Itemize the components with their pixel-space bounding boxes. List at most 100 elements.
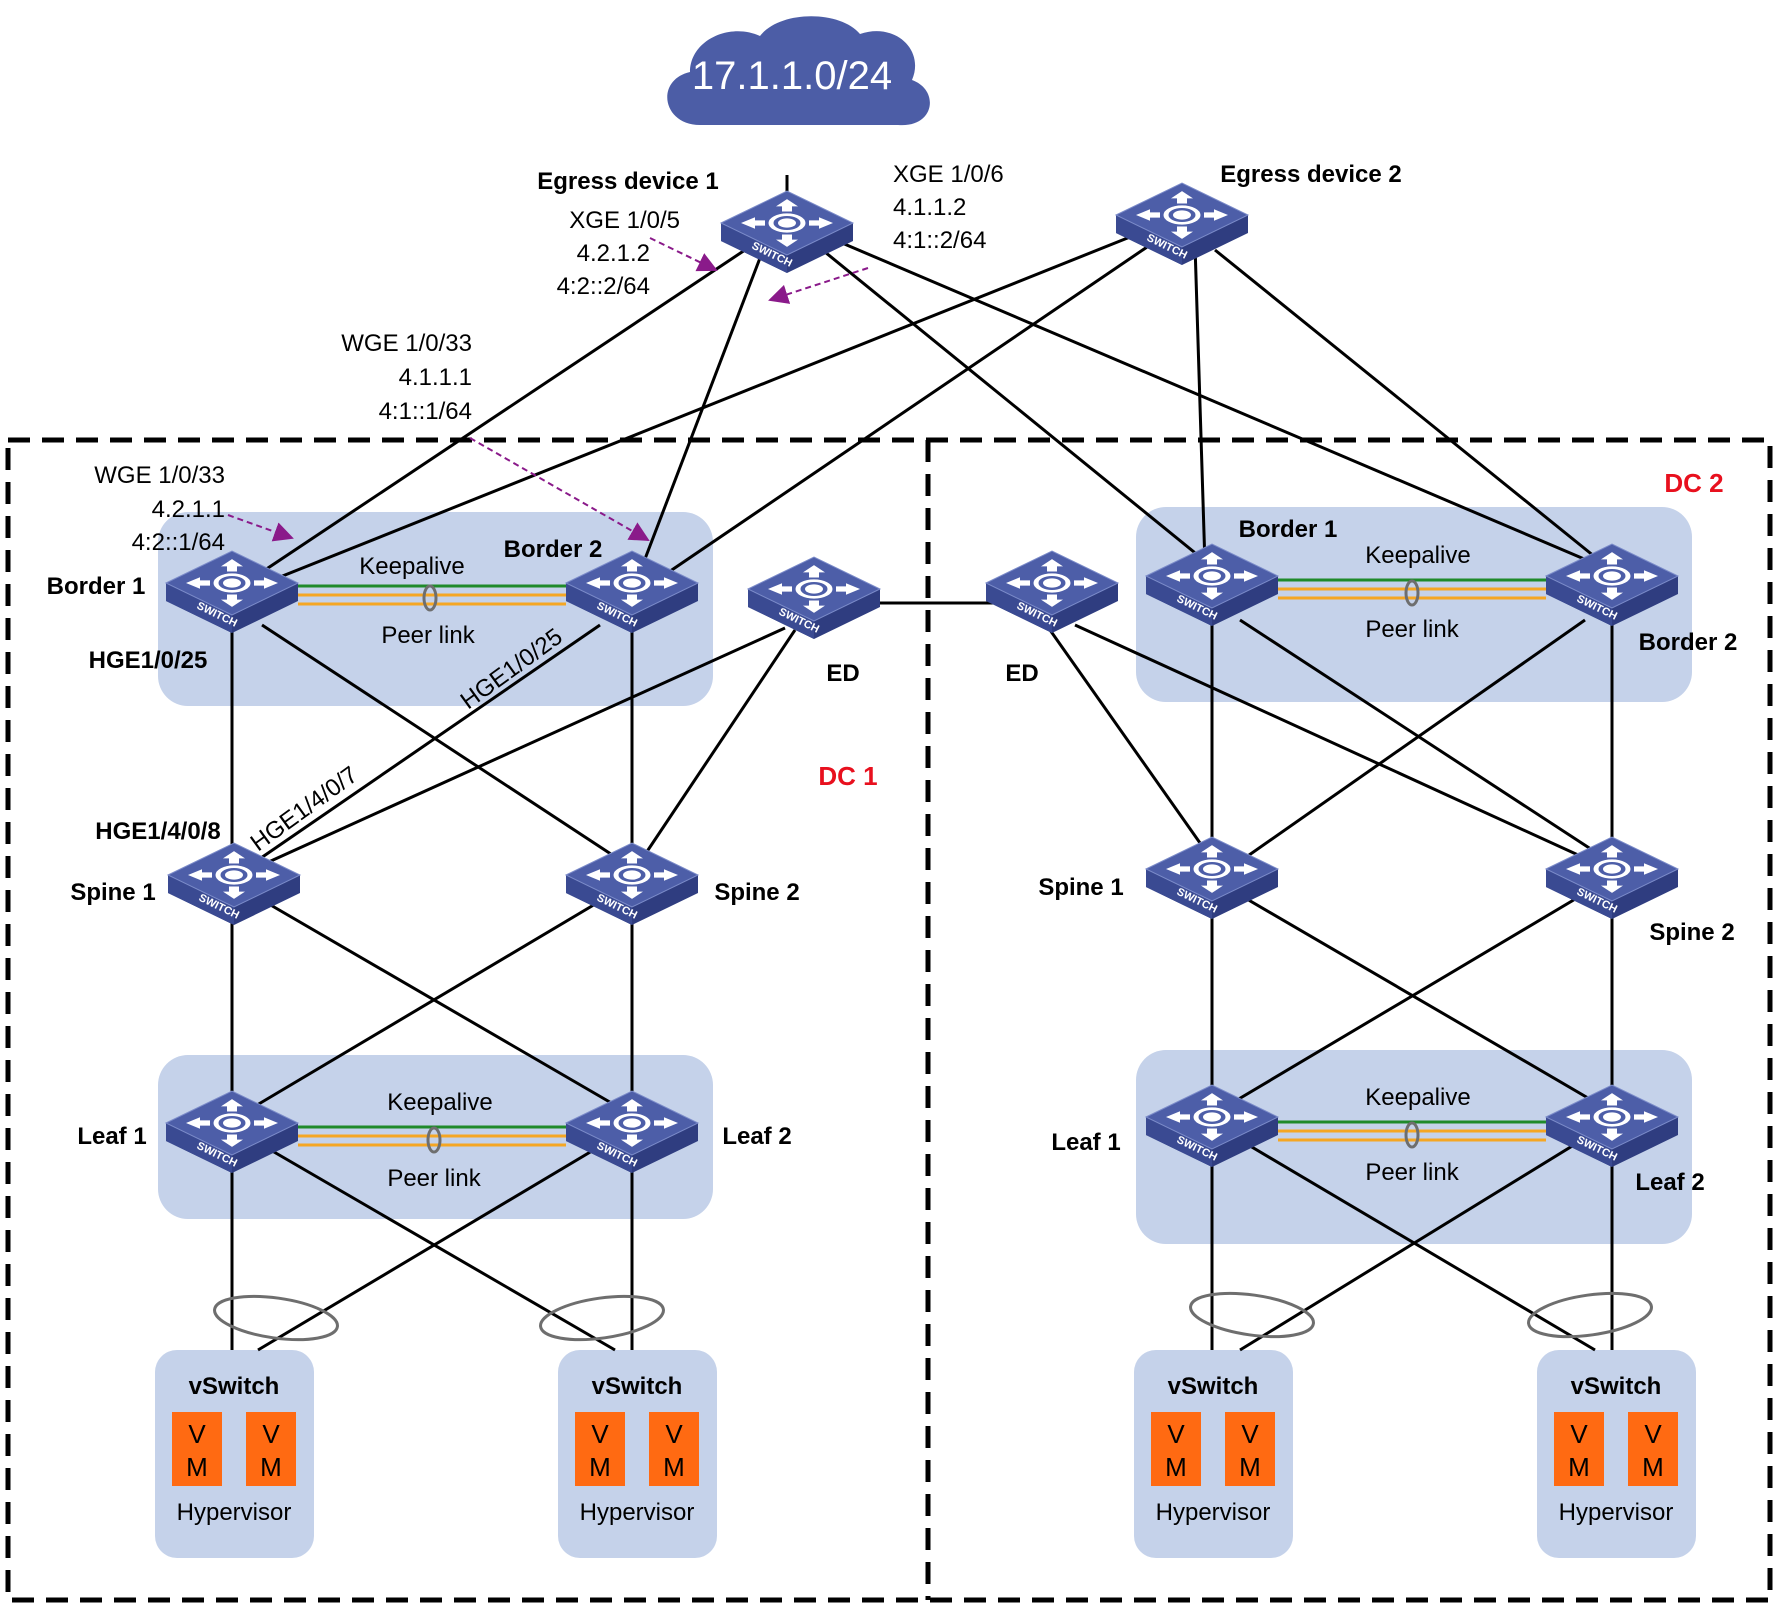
vswitch-label: vSwitch	[189, 1373, 280, 1400]
if-xge6-ipv4: 4.1.1.2	[893, 194, 966, 221]
vm-box	[1151, 1412, 1201, 1486]
if-xge5-ipv6: 4:2::2/64	[557, 273, 650, 300]
dc1-border2-label: Border 2	[504, 536, 603, 563]
if-xge6-ipv6: 4:1::2/64	[893, 227, 986, 254]
dc2-spine1-label: Spine 1	[1038, 874, 1123, 901]
if-xge6-name: XGE 1/0/6	[893, 161, 1004, 188]
dc1-keepalive-label: Keepalive	[359, 553, 464, 580]
vm-letter-m: M	[186, 1452, 208, 1482]
dc1-peerlink-label: Peer link	[381, 622, 475, 649]
dc2-leaf-keepalive-label: Keepalive	[1365, 1084, 1470, 1111]
if-wge-b2-annotation: WGE 1/0/33 4.1.1.1 4:1::1/64	[341, 330, 472, 425]
vm-letter-m: M	[1165, 1452, 1187, 1482]
vm-letter-v: V	[665, 1419, 683, 1449]
dc1-border-group	[158, 512, 713, 706]
dc1-host-1	[155, 1350, 314, 1558]
cloud-label: 17.1.1.0/24	[692, 54, 892, 98]
dc2-spine2-label: Spine 2	[1649, 919, 1734, 946]
hypervisor-label: Hypervisor	[1156, 1499, 1271, 1526]
vswitch-label: vSwitch	[1571, 1373, 1662, 1400]
dc2-border-peer-bundle	[1278, 578, 1546, 607]
dc2-ed[interactable]: SWITCH	[986, 551, 1118, 633]
egress-device-1[interactable]: SWITCH	[721, 191, 853, 273]
dc2-leaf-peerlink-label: Peer link	[1365, 1159, 1459, 1186]
dc1-spine-2[interactable]: SWITCH	[566, 843, 698, 925]
dc1-hge-s1b-label: HGE1/4/0/7	[246, 761, 363, 857]
dc1-name-label: DC 1	[818, 761, 877, 791]
dc2-keepalive-label: Keepalive	[1365, 542, 1470, 569]
dc2-border2-label: Border 2	[1639, 629, 1738, 656]
vm-letter-m: M	[589, 1452, 611, 1482]
dc1-border1-label: Border 1	[47, 573, 146, 600]
vm-letter-m: M	[1239, 1452, 1261, 1482]
aggregation-ellipses	[213, 1291, 1653, 1342]
dc1-hge-s1a-label: HGE1/4/0/8	[95, 818, 220, 845]
if-wge-b2-ipv6: 4:1::1/64	[379, 398, 472, 425]
dc1-leaf-peerlink-label: Peer link	[387, 1165, 481, 1192]
dc2-host-1-content: vSwitch V M V M Hypervisor	[1151, 1373, 1275, 1526]
dc1-ed-label: ED	[826, 660, 859, 687]
hypervisor-label: Hypervisor	[177, 1499, 292, 1526]
hypervisor-label: Hypervisor	[1559, 1499, 1674, 1526]
if-xge5-name: XGE 1/0/5	[569, 207, 680, 234]
if-wge-b2-ipv4: 4.1.1.1	[399, 364, 472, 391]
dc1-spine2-label: Spine 2	[714, 879, 799, 906]
if-xge5-ipv4: 4.2.1.2	[577, 240, 650, 267]
dc1-leaf-keepalive-label: Keepalive	[387, 1089, 492, 1116]
vm-letter-m: M	[260, 1452, 282, 1482]
dc1-border-peer-bundle	[298, 584, 566, 612]
vm-box	[1225, 1412, 1275, 1486]
egress-device-2-label: Egress device 2	[1220, 161, 1401, 188]
dc1-host-2	[558, 1350, 717, 1558]
vm-box	[246, 1412, 296, 1486]
hypervisor-label: Hypervisor	[580, 1499, 695, 1526]
dc1-leaf-peer-bundle	[298, 1125, 566, 1154]
if-wge-b1-name: WGE 1/0/33	[94, 462, 225, 489]
vm-box	[172, 1412, 222, 1486]
vm-letter-m: M	[1642, 1452, 1664, 1482]
vswitch-label: vSwitch	[592, 1373, 683, 1400]
if-wge-b1-annotation: WGE 1/0/33 4.2.1.1 4:2::1/64	[94, 462, 225, 556]
dc2-host-1	[1134, 1350, 1293, 1558]
dc2-leaf2-label: Leaf 2	[1635, 1169, 1704, 1196]
dc2-ed-label: ED	[1005, 660, 1038, 687]
vm-letter-m: M	[1568, 1452, 1590, 1482]
if-wge-b2-name: WGE 1/0/33	[341, 330, 472, 357]
if-wge-b1-ipv6: 4:2::1/64	[132, 529, 225, 556]
vm-box	[1628, 1412, 1678, 1486]
dc2-peerlink-label: Peer link	[1365, 616, 1459, 643]
if-wge-b1-ipv4: 4.2.1.1	[152, 496, 225, 523]
vm-letter-v: V	[1167, 1419, 1185, 1449]
cloud-network: 17.1.1.0/24	[667, 16, 930, 126]
vm-box	[1554, 1412, 1604, 1486]
vm-box	[649, 1412, 699, 1486]
vm-letter-v: V	[188, 1419, 206, 1449]
if-xge5-annotation: XGE 1/0/5 4.2.1.2 4:2::2/64	[557, 207, 680, 300]
dc1-host-1-content: vSwitch V M V M Hypervisor	[172, 1373, 296, 1526]
dc1-leaf1-label: Leaf 1	[77, 1123, 146, 1150]
dc1-host-2-content: vSwitch V M V M Hypervisor	[575, 1373, 699, 1526]
egress-device-2[interactable]: SWITCH	[1116, 183, 1248, 265]
dc1-leaf2-label: Leaf 2	[722, 1123, 791, 1150]
dc2-leaf1-label: Leaf 1	[1051, 1129, 1120, 1156]
vswitch-label: vSwitch	[1168, 1373, 1259, 1400]
if-xge6-annotation: XGE 1/0/6 4.1.1.2 4:1::2/64	[893, 161, 1004, 254]
dc1-ed[interactable]: SWITCH	[748, 557, 880, 639]
vm-letter-v: V	[1241, 1419, 1259, 1449]
dc1-spine1-label: Spine 1	[70, 879, 155, 906]
dc2-name-label: DC 2	[1664, 468, 1723, 498]
vm-box	[575, 1412, 625, 1486]
dc2-host-2-content: vSwitch V M V M Hypervisor	[1554, 1373, 1678, 1526]
dc2-leaf-peer-bundle	[1278, 1120, 1546, 1149]
egress-device-1-label: Egress device 1	[537, 168, 718, 195]
vm-letter-v: V	[591, 1419, 609, 1449]
annotation-arrows	[227, 237, 869, 542]
vm-letter-v: V	[1644, 1419, 1662, 1449]
vm-letter-v: V	[1570, 1419, 1588, 1449]
dc2-host-2	[1537, 1350, 1696, 1558]
links	[230, 175, 1614, 1352]
vm-letter-m: M	[663, 1452, 685, 1482]
dc1-hge-b1-label: HGE1/0/25	[89, 647, 208, 674]
vm-letter-v: V	[262, 1419, 280, 1449]
